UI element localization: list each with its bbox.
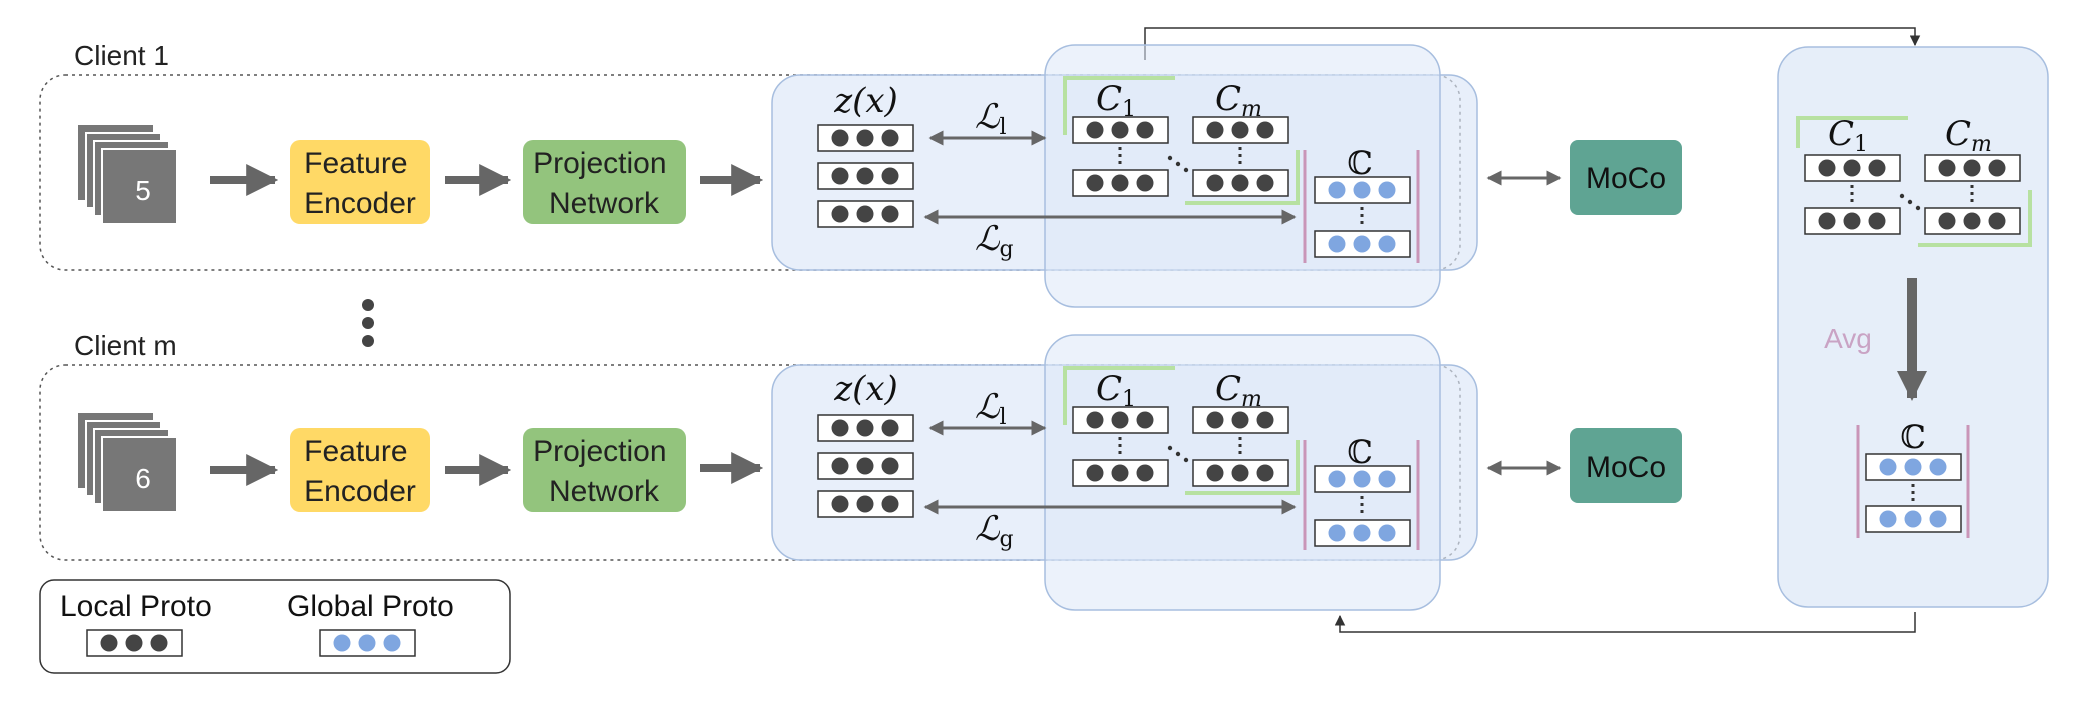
server-cluster-c1-label: C1: [1828, 114, 1868, 157]
server-global-proto-top: [1865, 453, 1962, 481]
cluster-c1-bottom-proto-m: [1072, 459, 1169, 487]
feature-encoder-block-1: [290, 140, 430, 224]
global-proto-top-m: [1314, 465, 1411, 493]
feature-encoder-label-m: Feature Encoder: [304, 435, 416, 508]
cluster-c1-top-proto-1: [1072, 116, 1169, 144]
client-1-image-stack: 5: [78, 125, 178, 225]
legend: Local Proto Global Proto: [39, 579, 511, 674]
server-c1-bottom-proto: [1804, 207, 1901, 235]
cluster-bracket-cm-1: [1185, 150, 1300, 205]
local-loss-symbol-1: ℒl: [975, 97, 1007, 140]
cluster-bracket-c1-m: [1063, 366, 1175, 425]
server-cluster-bracket-cm: [1918, 190, 2032, 247]
avg-label: Avg: [1824, 323, 1872, 354]
global-loss-symbol-1: ℒg: [975, 219, 1014, 262]
cluster-bracket-cm-m: [1185, 440, 1300, 495]
projection-network-label-m: Projection Network: [533, 435, 675, 508]
projection-network-label-1: Projection Network: [533, 147, 675, 220]
cluster-c1-label-m: C1: [1096, 369, 1136, 412]
client-m-dashed-border: [39, 364, 1461, 561]
moco-block-1: [1570, 140, 1682, 215]
moco-block-m: [1570, 428, 1682, 503]
embedding-proto-row-ma: [817, 414, 914, 442]
projection-network-block-1: [523, 140, 686, 224]
embedding-proto-row-1c: [817, 200, 914, 228]
global-loss-symbol-m: ℒg: [975, 509, 1014, 552]
embedding-z-label-1: z(x): [833, 81, 898, 121]
client-m-image-stack: 6: [78, 413, 178, 513]
cluster-c1-bottom-proto-1: [1072, 169, 1169, 197]
client-1-label: Client 1: [74, 40, 169, 71]
clients-vertical-ellipsis: [362, 299, 374, 347]
moco-label-m: MoCo: [1586, 451, 1666, 484]
server-broadcast-arrow-top: [1144, 27, 1921, 60]
feature-encoder-block-m: [290, 428, 430, 512]
global-proto-bottom-1: [1314, 230, 1411, 258]
client-1-group: Client 1 5 Feature Encoder Projection Ne…: [39, 40, 1682, 308]
feature-encoder-label-1: Feature Encoder: [304, 147, 416, 220]
client-1-image-number: 5: [135, 175, 151, 206]
embedding-proto-row-mb: [817, 452, 914, 480]
server-cluster-cm-label: Cm: [1945, 114, 1992, 157]
legend-local-proto: [86, 629, 183, 657]
embedding-proto-row-1a: [817, 124, 914, 152]
global-set-symbol-m: ℂ: [1347, 433, 1372, 471]
global-proto-bottom-m: [1314, 519, 1411, 547]
cluster-cm-bottom-proto-1: [1192, 169, 1289, 197]
global-set-symbol-1: ℂ: [1347, 144, 1372, 182]
local-loss-symbol-m: ℒl: [975, 387, 1007, 430]
cluster-cm-label-m: Cm: [1215, 369, 1262, 412]
embedding-proto-row-mc: [817, 490, 914, 518]
server-broadcast-arrow-bottom: [1334, 612, 1916, 633]
server-cm-top-proto: [1924, 154, 2021, 182]
server-cm-bottom-proto: [1924, 207, 2021, 235]
global-proto-top-1: [1314, 176, 1411, 204]
legend-local-label: Local Proto: [60, 590, 212, 623]
client-1-dashed-border: [39, 74, 1461, 271]
cluster-cm-bottom-proto-m: [1192, 459, 1289, 487]
client-m-image-number: 6: [135, 463, 151, 494]
server-global-set-symbol: ℂ: [1900, 418, 1925, 456]
server-c1-top-proto: [1804, 154, 1901, 182]
client-m-label: Client m: [74, 330, 177, 361]
cluster-cm-top-proto-m: [1192, 406, 1289, 434]
projection-network-block-m: [523, 428, 686, 512]
cluster-c1-label-1: C1: [1096, 79, 1136, 122]
cluster-diagonal-dots-1: [1167, 155, 1189, 173]
cluster-cm-label-1: Cm: [1215, 79, 1262, 122]
client-m-group: Client m 6 Feature Encoder Projection Ne…: [39, 330, 1682, 611]
cluster-c1-top-proto-m: [1072, 406, 1169, 434]
legend-global-label: Global Proto: [287, 590, 454, 623]
cluster-bracket-c1-1: [1063, 76, 1175, 135]
embedding-proto-row-1b: [817, 162, 914, 190]
moco-label-1: MoCo: [1586, 162, 1666, 195]
server-cluster-bracket-c1: [1796, 116, 1908, 148]
server-group: C1 Cm Avg ℂ: [1777, 46, 2049, 608]
cluster-cm-top-proto-1: [1192, 116, 1289, 144]
server-global-proto-bottom: [1865, 505, 1962, 533]
legend-global-proto: [319, 629, 416, 657]
embedding-z-label-m: z(x): [833, 369, 898, 409]
cluster-diagonal-dots-m: [1167, 445, 1189, 463]
server-diagonal-dots: [1899, 193, 1921, 211]
